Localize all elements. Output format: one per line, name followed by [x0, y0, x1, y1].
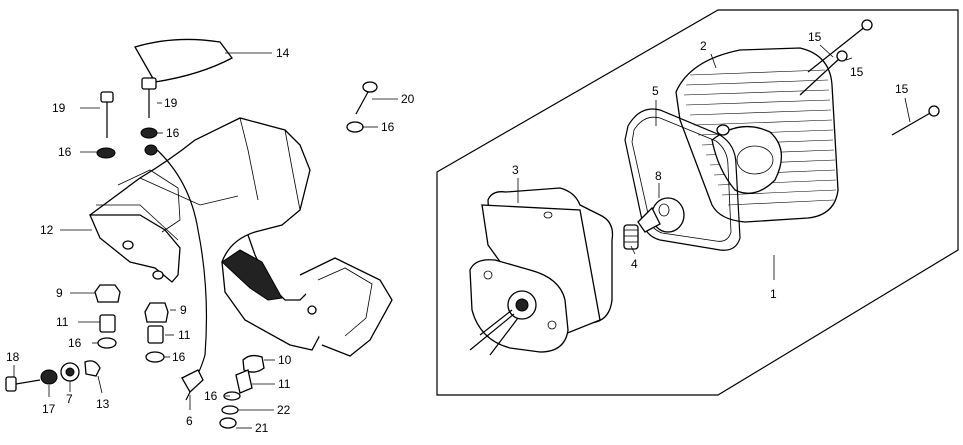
tail-light-assembly-frame — [436, 9, 959, 396]
callout-7: 7 — [66, 392, 73, 406]
collar-11-left — [99, 314, 116, 333]
bolt-19-center — [141, 77, 157, 118]
callout-9-left: 9 — [56, 286, 63, 300]
callout-20: 20 — [401, 92, 415, 106]
callout-21: 21 — [255, 421, 269, 435]
callout-15-b: 15 — [850, 65, 864, 79]
leader-lines — [13, 44, 911, 429]
callout-11-right: 11 — [278, 377, 291, 391]
callout-6: 6 — [186, 414, 193, 428]
nut-21 — [219, 417, 237, 429]
callout-4: 4 — [631, 257, 638, 271]
callout-16-right: 16 — [381, 120, 395, 134]
callout-15-c: 15 — [895, 82, 909, 96]
callout-19-left: 19 — [52, 101, 66, 115]
callout-16-lower-left: 16 — [68, 336, 82, 350]
lens-screw-15-b — [799, 50, 848, 96]
washer-16-left — [96, 147, 116, 159]
callout-11-left: 11 — [56, 315, 69, 329]
cushion-9-center — [144, 302, 169, 323]
bolt-18 — [5, 376, 41, 392]
callout-10: 10 — [278, 353, 292, 367]
washer-17 — [40, 369, 58, 385]
callout-18: 18 — [6, 350, 20, 364]
callout-14: 14 — [276, 46, 290, 60]
bolt-19-left — [100, 91, 114, 138]
cap-nut-13 — [84, 360, 101, 377]
tail-light-lens — [675, 47, 839, 223]
callout-9-center: 9 — [180, 303, 187, 317]
tail-light-base — [469, 187, 614, 356]
callout-11-center: 11 — [178, 328, 191, 342]
socket-spring — [623, 224, 639, 250]
callout-22: 22 — [277, 403, 291, 417]
callout-3: 3 — [512, 163, 519, 177]
grommet-16-center — [144, 144, 158, 156]
lens-screw-15-c — [891, 105, 940, 136]
rear-fender-housing — [89, 117, 393, 357]
wire-connector — [181, 369, 204, 401]
callout-16-center: 16 — [166, 126, 180, 140]
collar-11-right — [235, 369, 253, 394]
reflector-pad — [134, 38, 233, 83]
cushion-10 — [242, 354, 265, 373]
callout-17: 17 — [42, 402, 56, 416]
washer-16-bottom — [223, 391, 241, 401]
washer-16-center-top — [140, 127, 158, 139]
callout-1: 1 — [770, 287, 777, 301]
license-light-wire — [154, 147, 208, 379]
callout-labels: 1 2 3 4 5 6 7 8 9 9 10 11 11 11 12 13 14… — [6, 30, 909, 435]
washer-16-center-lower — [145, 351, 165, 363]
washer-16-lower-left — [97, 337, 117, 349]
callout-16-bottom: 16 — [204, 389, 218, 403]
callout-5: 5 — [652, 84, 659, 98]
lens-screw-15-a — [807, 19, 873, 73]
cushion-9-left — [94, 284, 121, 303]
nut-7 — [60, 362, 80, 382]
callout-8: 8 — [655, 169, 662, 183]
washer-16-right — [346, 121, 364, 133]
lens-gasket — [624, 108, 741, 251]
callout-12: 12 — [40, 223, 54, 237]
collar-11-center — [147, 325, 164, 344]
callout-16-center-lower: 16 — [172, 350, 186, 364]
callout-19-center: 19 — [164, 96, 178, 110]
callout-15-a: 15 — [808, 30, 822, 44]
callout-2: 2 — [700, 39, 707, 53]
callout-16-left: 16 — [58, 145, 72, 159]
washer-22 — [221, 405, 239, 415]
callout-13: 13 — [96, 397, 110, 411]
tail-light-bulb — [637, 197, 685, 233]
bolt-20 — [355, 81, 378, 115]
